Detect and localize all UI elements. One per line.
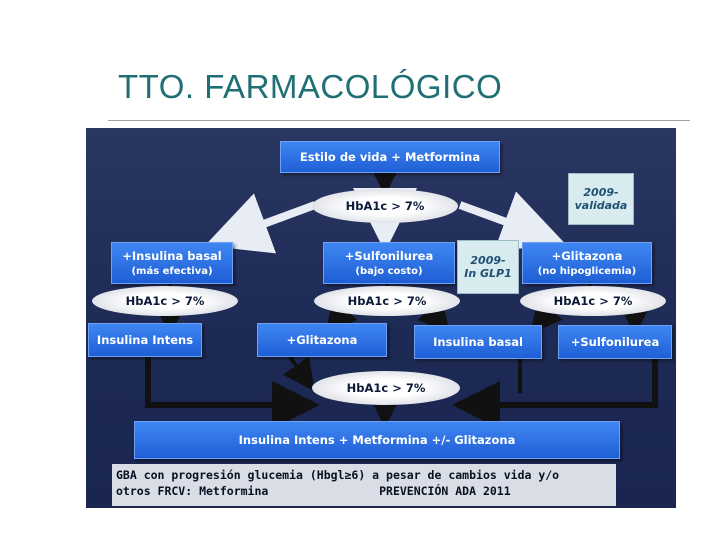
box-glitazona: +Glitazona	[257, 323, 387, 357]
oval-hba1c-left: HbA1c > 7%	[92, 286, 238, 316]
note-2009-validada: 2009- validada	[568, 173, 634, 225]
box-insulina-basal: Insulina basal	[414, 325, 542, 359]
note-2009-glp1: 2009- In GLP1	[457, 240, 519, 294]
box-insulina-metformina-glitazona: Insulina Intens + Metformina +/- Glitazo…	[134, 421, 620, 459]
box-glitazona-top: +Glitazona (no hipoglicemia)	[522, 242, 652, 284]
arrow-oval-to-left	[204, 193, 317, 254]
footer-line-2: otros FRCV: Metformina PREVENCIÓN ADA 20…	[116, 484, 511, 498]
box-sulfonilurea: +Sulfonilurea	[558, 325, 672, 359]
oval-hba1c-right: HbA1c > 7%	[520, 286, 666, 316]
oval-hba1c-bottom: HbA1c > 7%	[312, 371, 460, 405]
slide-title: TTO. FARMACOLÓGICO	[118, 68, 503, 105]
arrow-right-to-bottom	[452, 355, 658, 429]
box-insulina-intens: Insulina Intens	[88, 323, 202, 357]
box-estilo-metformina: Estilo de vida + Metformina	[280, 141, 500, 173]
footer-note: GBA con progresión glucemia (Hbgl≥6) a p…	[112, 464, 616, 506]
footer-line-1: GBA con progresión glucemia (Hbgl≥6) a p…	[116, 468, 560, 482]
box-insulina-basal-top: +Insulina basal (más efectiva)	[111, 242, 233, 284]
box-sulfonilurea-top: +Sulfonilurea (bajo costo)	[323, 242, 455, 284]
arrow-oval-to-right	[458, 191, 566, 252]
title-divider	[108, 120, 690, 121]
oval-hba1c-center: HbA1c > 7%	[314, 286, 460, 316]
oval-hba1c-top: HbA1c > 7%	[312, 189, 458, 223]
arrow-glitazona-to-bottom	[283, 355, 315, 392]
arrow-left-to-bottom	[145, 355, 320, 429]
